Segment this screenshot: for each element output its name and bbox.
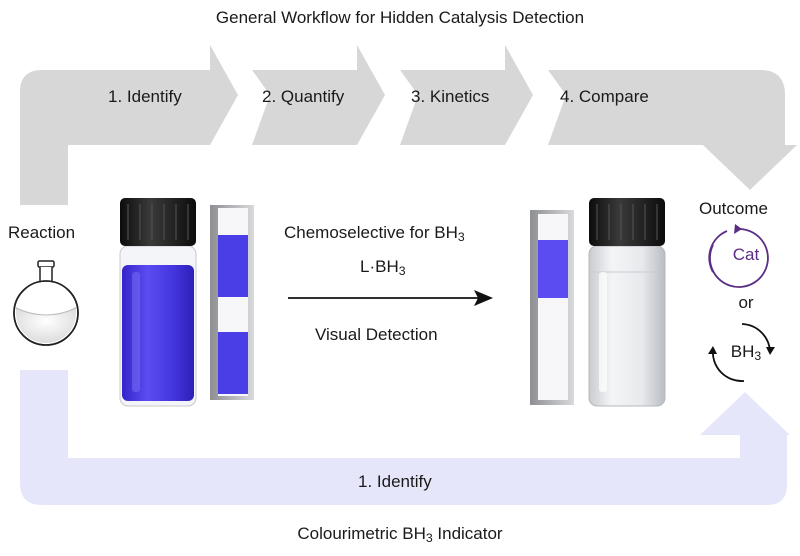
or-label: or — [738, 293, 754, 312]
top-flow-arrow-segment-3 — [400, 45, 533, 145]
cat-label: Cat — [732, 245, 760, 264]
reagent-text: L·BH — [360, 257, 399, 276]
borane-cycle-icon — [708, 323, 775, 382]
bottom-step-identify: 1. Identify — [358, 472, 432, 491]
bh3-text: BH — [730, 342, 755, 361]
reaction-label: Reaction — [8, 223, 76, 242]
outcome-label: Outcome — [699, 199, 768, 218]
round-bottom-flask-icon — [13, 260, 79, 346]
chemoselective-label: Chemoselective for BH3 — [284, 223, 465, 245]
caption-subscript: 3 — [425, 531, 433, 546]
reaction-arrow — [288, 290, 493, 306]
chemoselective-text: Chemoselective for BH — [284, 223, 458, 242]
top-flow-arrow-segment-4 — [548, 70, 797, 190]
chemoselective-subscript: 3 — [457, 230, 465, 245]
reagent-label: L·BH3 — [360, 257, 406, 279]
caption-text: Colourimetric BH — [297, 524, 426, 543]
clear-vial — [588, 198, 666, 407]
catalytic-cycle-icon — [708, 224, 769, 288]
visual-detection-label: Visual Detection — [315, 325, 438, 344]
blue-vial — [119, 198, 197, 407]
indicator-strip-before — [210, 205, 254, 400]
bottom-flow-arrow — [20, 370, 790, 505]
diagram-title: General Workflow for Hidden Catalysis De… — [215, 8, 585, 27]
top-step-compare: 4. Compare — [560, 87, 649, 106]
caption-suffix: Indicator — [432, 524, 503, 543]
indicator-strip-after — [530, 210, 574, 405]
bh3-subscript: 3 — [754, 349, 762, 364]
top-flow-arrow — [20, 45, 238, 205]
indicator-caption: Colourimetric BH3 Indicator — [0, 524, 800, 546]
bh3-label: BH3 — [716, 342, 776, 364]
top-step-quantify: 2. Quantify — [262, 87, 345, 106]
top-step-identify: 1. Identify — [108, 87, 182, 106]
reagent-subscript: 3 — [398, 264, 406, 279]
top-step-kinetics: 3. Kinetics — [411, 87, 490, 106]
top-flow-arrow-segment-2 — [252, 45, 385, 145]
